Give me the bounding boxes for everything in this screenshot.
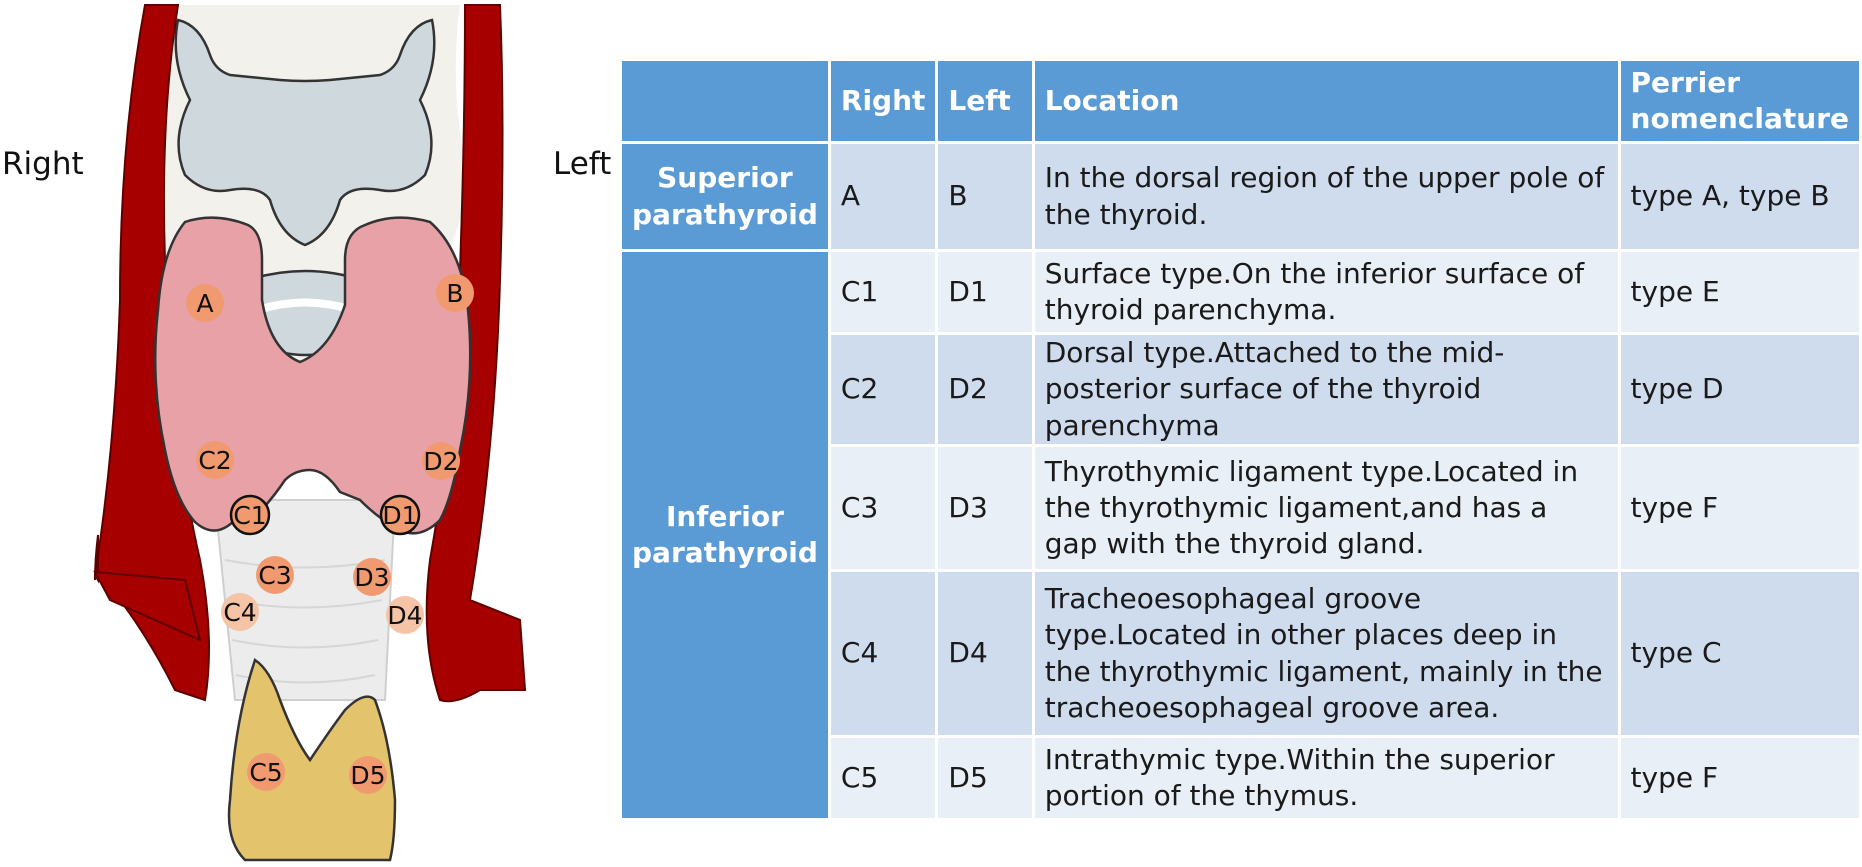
neck-anatomy-illustration: A B C2 D2 C1 D1 C3 D3 C4 D4 C5 D5 [93, 4, 527, 862]
svg-text:C5: C5 [249, 758, 282, 787]
cell-left: D3 [938, 447, 1032, 570]
header-location: Location [1034, 61, 1618, 141]
header-left: Left [938, 61, 1032, 141]
cell-perrier: type C [1620, 572, 1859, 736]
cell-location: Dorsal type.Attached to the mid-posterio… [1034, 335, 1618, 445]
group-inferior: Inferior parathyroid [622, 252, 828, 819]
cell-location: Tracheoesophageal groove type.Located in… [1034, 572, 1618, 736]
svg-text:C4: C4 [223, 598, 256, 627]
marker-a: A [186, 284, 224, 322]
header-right: Right [830, 61, 936, 141]
left-carotid-artery [425, 4, 527, 703]
svg-text:C3: C3 [258, 561, 291, 590]
right-subclavian-artery [93, 570, 202, 642]
marker-c5: C5 [247, 753, 285, 791]
thyroid-cartilage [174, 18, 436, 247]
cell-perrier: type D [1620, 335, 1859, 445]
cell-right: C3 [830, 447, 936, 570]
marker-d5: D5 [349, 756, 387, 794]
cell-right: A [830, 144, 936, 249]
cell-left: B [938, 144, 1032, 249]
marker-c3: C3 [256, 556, 294, 594]
header-blank [622, 61, 828, 141]
svg-text:B: B [446, 279, 463, 308]
marker-c4: C4 [221, 593, 259, 631]
cell-perrier: type E [1620, 252, 1859, 332]
svg-text:D2: D2 [423, 447, 458, 476]
cell-left: D4 [938, 572, 1032, 736]
marker-d4: D4 [386, 596, 424, 634]
group-superior: Superior parathyroid [622, 144, 828, 249]
cell-left: D1 [938, 252, 1032, 332]
svg-text:D3: D3 [354, 563, 389, 592]
cell-perrier: type F [1620, 738, 1859, 819]
table-row: Inferior parathyroid C1 D1 Surface type.… [622, 252, 1859, 819]
cell-location: In the dorsal region of the upper pole o… [1034, 144, 1618, 249]
table-header-row: Right Left Location Perrier nomenclature [622, 61, 1859, 141]
cell-location: Thyrothymic ligament type.Located in the… [1034, 447, 1618, 570]
cell-right: C5 [830, 738, 936, 819]
thymus [227, 658, 397, 862]
right-side-label: Right [2, 146, 84, 182]
cell-location: Intrathymic type.Within the superior por… [1034, 738, 1618, 819]
svg-text:A: A [196, 289, 213, 318]
header-perrier: Perrier nomenclature [1620, 61, 1859, 141]
cell-right: C2 [830, 335, 936, 445]
thyroid-gland [153, 216, 472, 535]
cell-left: D5 [938, 738, 1032, 819]
table-row: Superior parathyroid A B In the dorsal r… [622, 144, 1859, 249]
table-row: C5 D5 Intrathymic type.Within the superi… [622, 738, 1859, 819]
marker-c1: C1 [229, 494, 271, 536]
cell-perrier: type F [1620, 447, 1859, 570]
marker-d2: D2 [422, 442, 460, 480]
cell-right: C1 [830, 252, 936, 332]
left-side-label: Left [553, 146, 612, 182]
marker-d1: D1 [379, 494, 421, 536]
table-row: C4 D4 Tracheoesophageal groove type.Loca… [622, 572, 1859, 736]
table-row: C2 D2 Dorsal type.Attached to the mid-po… [622, 335, 1859, 445]
svg-text:C1: C1 [233, 501, 266, 530]
svg-text:D1: D1 [382, 501, 417, 530]
table-row: C3 D3 Thyrothymic ligament type.Located … [622, 447, 1859, 570]
cell-right: C4 [830, 572, 936, 736]
svg-text:D5: D5 [350, 761, 385, 790]
marker-c2: C2 [196, 441, 234, 479]
cell-location: Surface type.On the inferior surface of … [1034, 252, 1618, 332]
cell-perrier: type A, type B [1620, 144, 1859, 249]
cell-left: D2 [938, 335, 1032, 445]
marker-b: B [436, 274, 474, 312]
parathyroid-location-table: Right Left Location Perrier nomenclature… [619, 58, 1862, 821]
svg-text:D4: D4 [387, 601, 422, 630]
svg-text:C2: C2 [198, 446, 231, 475]
trachea [213, 499, 397, 701]
marker-d3: D3 [353, 558, 391, 596]
